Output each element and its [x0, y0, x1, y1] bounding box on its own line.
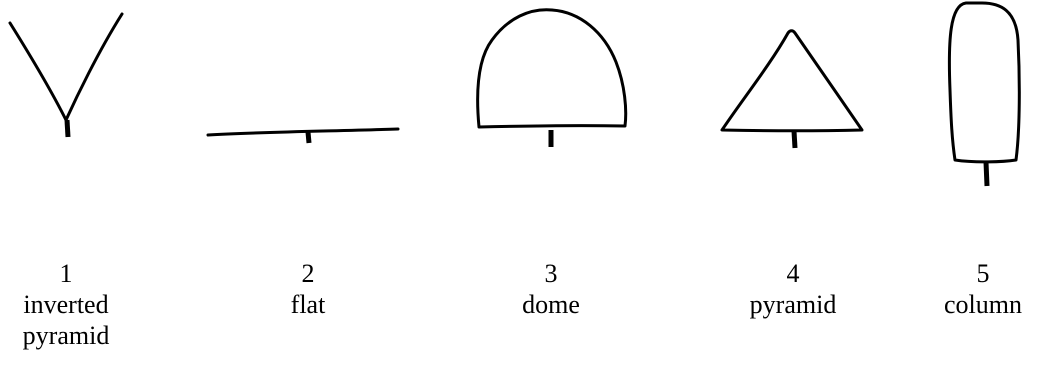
dome-shape	[478, 10, 626, 147]
inverted-pyramid-shape	[10, 14, 122, 137]
pyramid-shape	[722, 31, 862, 148]
caption-label: inverted	[0, 289, 146, 320]
caption-number: 5	[903, 258, 1046, 289]
caption-number: 1	[0, 258, 146, 289]
caption-pyramid: 4 pyramid	[713, 258, 873, 320]
caption-flat: 2 flat	[228, 258, 388, 320]
caption-label: column	[903, 289, 1046, 320]
column-shape	[949, 3, 1019, 186]
caption-number: 4	[713, 258, 873, 289]
caption-inverted-pyramid: 1 inverted pyramid	[0, 258, 146, 351]
caption-number: 2	[228, 258, 388, 289]
caption-label: flat	[228, 289, 388, 320]
caption-label: pyramid	[713, 289, 873, 320]
caption-column: 5 column	[903, 258, 1046, 320]
caption-dome: 3 dome	[471, 258, 631, 320]
caption-label: dome	[471, 289, 631, 320]
caption-label: pyramid	[0, 320, 146, 351]
flat-shape	[208, 129, 398, 143]
caption-number: 3	[471, 258, 631, 289]
